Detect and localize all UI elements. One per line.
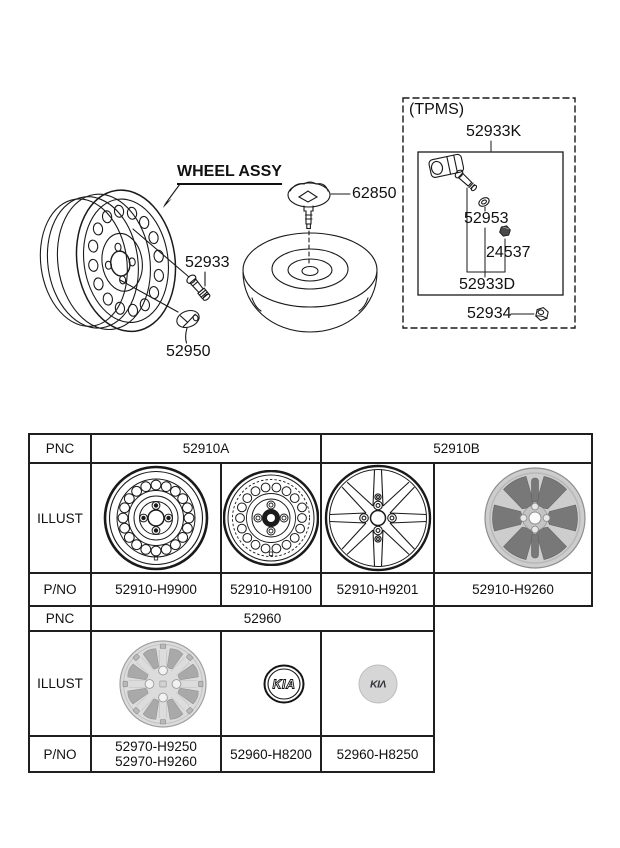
- label-52933d: 52933D: [459, 276, 516, 293]
- illust-cell-kia-new-cap: KIΛ: [319, 630, 436, 737]
- kia-new-logo-text: KIΛ: [370, 678, 387, 690]
- pnc-row-label: PNC: [28, 605, 92, 632]
- cover-cutouts: [127, 647, 199, 720]
- part-number-cell: 52960-H8250: [319, 735, 436, 773]
- exploded-parts-diagram: [39, 97, 576, 344]
- part-number-cell: 52910-H9100: [219, 572, 323, 607]
- screw-illustration: [499, 225, 511, 237]
- spare-tire-clamp-illustration: [287, 181, 351, 230]
- illust-cell-alloy-shaded: [433, 462, 594, 574]
- wheel-vent-holes: [87, 204, 165, 317]
- part-number-cell: 52970-H9250 52970-H9260: [90, 735, 222, 773]
- kia-new-logo-cap-illustration: KIΛ: [358, 664, 398, 703]
- tpms-leader-lines: [466, 140, 535, 315]
- alloy-wheel-line-illustration: [324, 464, 431, 572]
- rim-clips: [122, 643, 204, 724]
- weight-leader-line: [119, 279, 179, 313]
- spare-tire-illustration: [242, 232, 378, 333]
- part-number-cell: 52910-H9260: [433, 572, 594, 607]
- kia-emblem-cap-illustration: KIA: [263, 664, 305, 703]
- part-number-cell: 52910-H9201: [320, 572, 436, 607]
- wheel-assy-illustration: [39, 189, 177, 333]
- pnc-group-b: 52910B: [320, 433, 594, 464]
- illust-cell-wheel-cover: [90, 630, 222, 737]
- pnc-group-52960: 52960: [89, 605, 436, 632]
- label-52953: 52953: [464, 210, 509, 227]
- pnc-group-a: 52910A: [89, 433, 323, 464]
- illust-cell-steel-wheel-open-center: [219, 462, 323, 574]
- part-number-line: 52970-H9260: [115, 754, 197, 769]
- label-52933k: 52933K: [466, 123, 522, 140]
- nut-illustration: [535, 307, 549, 321]
- tpms-sensor-illustration: [428, 153, 465, 178]
- tpms-inner-box: [417, 151, 564, 296]
- valve-stem-illustration: [186, 274, 211, 301]
- label-24537: 24537: [486, 244, 531, 261]
- part-number-cell: 52960-H8200: [220, 735, 322, 773]
- pno-row-label: P/NO: [28, 735, 92, 773]
- label-52934: 52934: [467, 305, 512, 322]
- illust-cell-alloy-line: [320, 462, 436, 574]
- parts-table-section1: PNC 52910A 52910B ILLUST: [28, 433, 594, 607]
- kia-old-logo-text: KIA: [272, 677, 295, 691]
- label-62850: 62850: [352, 185, 397, 202]
- vent-holes: [117, 479, 195, 557]
- steel-wheel-illustration: [103, 465, 209, 571]
- wheel-assy-arrow: [163, 183, 181, 208]
- illust-cell-steel-wheel: [90, 462, 222, 574]
- tpms-dashed-box: [402, 97, 576, 329]
- parts-table-section2: PNC 52960 ILLUST: [28, 605, 436, 773]
- pno-row-label: P/NO: [28, 572, 92, 607]
- alloy-wheel-shaded-illustration: [484, 467, 586, 569]
- weight-label-leader: [185, 327, 188, 344]
- parts-table-area: PNC 52910A 52910B ILLUST: [28, 433, 594, 773]
- part-number-cell: 52910-H9900: [90, 572, 222, 607]
- steel-wheel-open-center-illustration: [223, 470, 319, 566]
- valve-leader-line: [132, 228, 190, 278]
- pnc-row-label: PNC: [28, 433, 92, 464]
- spoke-ridges: [129, 649, 197, 718]
- spoke-cutouts: [492, 476, 578, 560]
- spokes: [329, 469, 426, 567]
- vent-holes: [235, 482, 307, 554]
- illust-row-label: ILLUST: [28, 630, 92, 737]
- wheel-cover-illustration: [119, 639, 207, 728]
- illust-row-label: ILLUST: [28, 462, 92, 574]
- illust-cell-kia-emblem-cap: KIA: [220, 630, 322, 737]
- label-52950: 52950: [166, 343, 211, 360]
- part-number-line: 52970-H9250: [115, 739, 197, 754]
- tpms-title: (TPMS): [409, 101, 465, 118]
- label-52933: 52933: [185, 254, 230, 271]
- tpms-valve-illustration: [454, 169, 478, 192]
- wheel-assy-label: WHEEL ASSY: [177, 163, 282, 185]
- balance-weight-illustration: [176, 309, 200, 329]
- grommet-illustration: [478, 197, 490, 207]
